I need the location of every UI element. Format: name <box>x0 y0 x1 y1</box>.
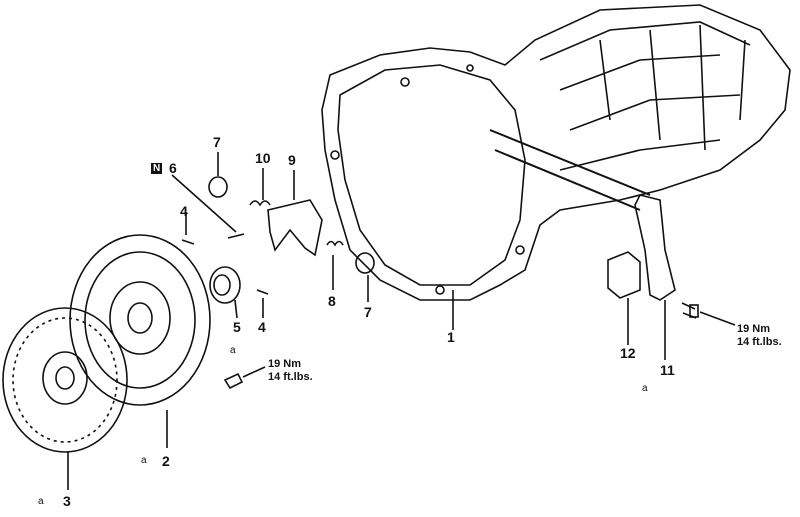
bushings <box>208 152 375 302</box>
label-3: 3 <box>63 493 71 509</box>
bolt-left <box>223 366 266 390</box>
pressure-plate <box>69 234 211 448</box>
label-9: 9 <box>288 152 296 168</box>
label-2: 2 <box>162 453 170 469</box>
label-4: 4 <box>180 203 188 219</box>
label-7: 7 <box>213 134 221 150</box>
label-10: 10 <box>255 150 271 166</box>
pins <box>171 174 269 318</box>
annotation-a: a <box>141 455 147 466</box>
label-8: 8 <box>328 293 336 309</box>
torque-ftlbs: 14 ft.lbs. <box>268 371 313 383</box>
new-part-marker: N <box>151 163 163 174</box>
annotation-a: a <box>230 345 236 356</box>
annotation-a: a <box>38 496 44 507</box>
torque-spec-left: 19 Nm 14 ft.lbs. <box>268 358 313 384</box>
bracket-and-pad <box>607 194 736 360</box>
transmission-housing <box>321 4 791 330</box>
label-11: 11 <box>660 362 675 378</box>
label-7: 7 <box>364 304 372 320</box>
label-5: 5 <box>233 319 241 335</box>
clutch-disc <box>2 307 128 490</box>
label-12: 12 <box>620 345 636 361</box>
label-6: 6 <box>169 160 177 176</box>
label-1: 1 <box>447 329 455 345</box>
label-4: 4 <box>258 319 266 335</box>
annotation-a: a <box>642 383 648 394</box>
torque-nm: 19 Nm <box>268 358 302 370</box>
torque-spec-right: 19 Nm 14 ft.lbs. <box>737 323 782 349</box>
torque-nm: 19 Nm <box>737 323 771 335</box>
release-bearing <box>209 266 241 319</box>
torque-ftlbs: 14 ft.lbs. <box>737 336 782 348</box>
release-fork <box>249 168 344 290</box>
